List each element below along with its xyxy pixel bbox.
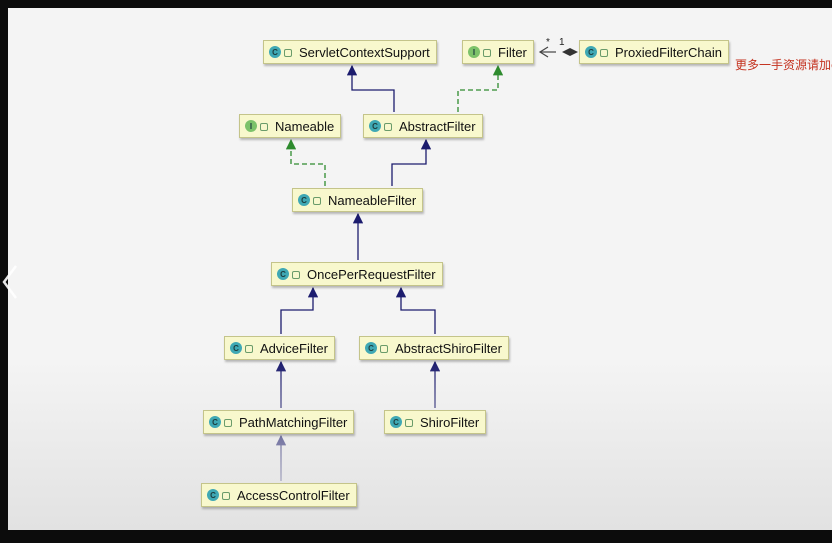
lock-icon — [313, 197, 321, 205]
node-proxied-filter-chain[interactable]: C ProxiedFilterChain — [579, 40, 729, 64]
class-icon: C — [230, 342, 242, 354]
lock-icon — [224, 419, 232, 427]
node-advice-filter[interactable]: C AdviceFilter — [224, 336, 335, 360]
node-label: PathMatchingFilter — [239, 414, 348, 430]
lock-icon — [260, 123, 268, 131]
lock-icon — [245, 345, 253, 353]
interface-icon: I — [245, 120, 257, 132]
node-label: ShiroFilter — [420, 414, 480, 430]
composition-diamond — [562, 48, 578, 56]
edge-nameablefilter-abstractfilter — [391, 138, 432, 186]
chevron-left-icon[interactable] — [0, 262, 20, 302]
edge-nameablefilter-nameable — [285, 138, 326, 186]
node-label: AccessControlFilter — [237, 487, 350, 503]
node-access-control-filter[interactable]: C AccessControlFilter — [201, 483, 357, 507]
node-label: ServletContextSupport — [299, 44, 430, 60]
node-label: Filter — [498, 44, 527, 60]
association-arrowhead — [538, 46, 549, 58]
node-label: AbstractFilter — [399, 118, 476, 134]
node-abstract-shiro-filter[interactable]: C AbstractShiroFilter — [359, 336, 509, 360]
lock-icon — [380, 345, 388, 353]
class-icon: C — [369, 120, 381, 132]
class-icon: C — [390, 416, 402, 428]
node-filter[interactable]: I Filter — [462, 40, 534, 64]
node-nameable[interactable]: I Nameable — [239, 114, 342, 138]
diagram-canvas: * 1 C ServletContextSupport I Filter C P… — [8, 8, 832, 530]
class-icon: C — [269, 46, 281, 58]
class-icon: C — [585, 46, 597, 58]
lock-icon — [222, 492, 230, 500]
lock-icon — [384, 123, 392, 131]
node-abstract-filter[interactable]: C AbstractFilter — [363, 114, 483, 138]
edge-abstractfilter-servletcontextsupport — [346, 64, 395, 112]
node-shiro-filter[interactable]: C ShiroFilter — [384, 410, 487, 434]
lock-icon — [284, 49, 292, 57]
class-icon: C — [207, 489, 219, 501]
node-path-matching-filter[interactable]: C PathMatchingFilter — [203, 410, 355, 434]
lock-icon — [292, 271, 300, 279]
node-label: OncePerRequestFilter — [307, 266, 436, 282]
edge-abstractfilter-filter — [457, 64, 504, 112]
node-label: Nameable — [275, 118, 335, 134]
node-label: NameableFilter — [328, 192, 417, 208]
multiplicity-many: * — [546, 37, 550, 48]
relations-layer — [275, 46, 578, 481]
node-servlet-context-support[interactable]: C ServletContextSupport — [263, 40, 437, 64]
node-label: ProxiedFilterChain — [615, 44, 722, 60]
class-icon: C — [365, 342, 377, 354]
node-label: AdviceFilter — [260, 340, 328, 356]
node-nameable-filter[interactable]: C NameableFilter — [292, 188, 424, 212]
lock-icon — [600, 49, 608, 57]
node-once-per-request-filter[interactable]: C OncePerRequestFilter — [271, 262, 443, 286]
lock-icon — [405, 419, 413, 427]
class-icon: C — [277, 268, 289, 280]
interface-icon: I — [468, 46, 480, 58]
lock-icon — [483, 49, 491, 57]
node-label: AbstractShiroFilter — [395, 340, 502, 356]
edge-abstractshirofilter-onceperrequestfilter — [395, 286, 436, 334]
watermark-text: 更多一手资源请加qq — [735, 58, 832, 72]
class-icon: C — [209, 416, 221, 428]
edge-advicefilter-onceperrequestfilter — [280, 286, 319, 334]
class-icon: C — [298, 194, 310, 206]
multiplicity-one: 1 — [559, 37, 565, 48]
